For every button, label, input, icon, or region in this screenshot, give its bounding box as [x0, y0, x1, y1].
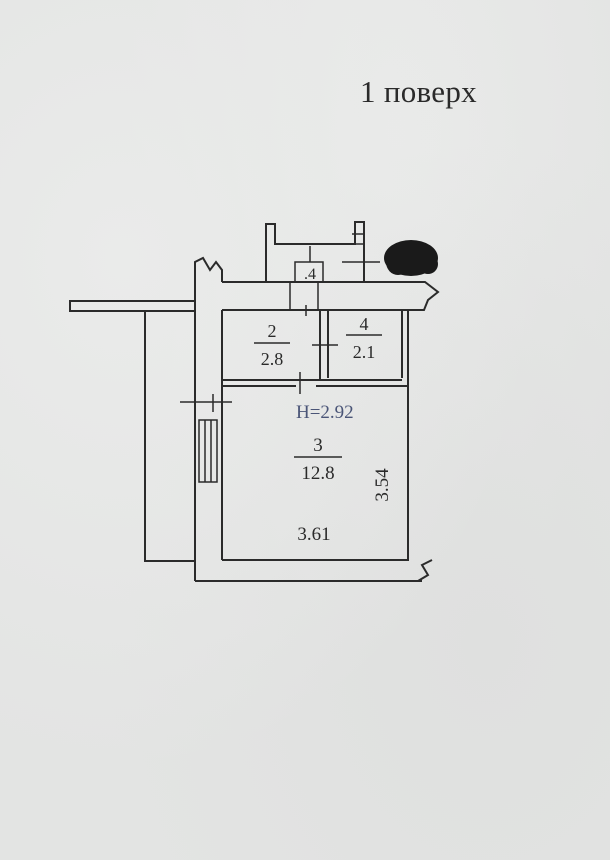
- room-3-depth-dimension: 3.54: [372, 468, 393, 502]
- room-3-label: 3 12.8: [294, 435, 342, 484]
- ceiling-height-label: H=2.92: [296, 402, 354, 423]
- room-3-area: 12.8: [301, 463, 334, 484]
- vestibule-block: [265, 221, 380, 316]
- vestibule-outline: [265, 221, 365, 282]
- window-frame: [198, 419, 218, 483]
- room-1-area: .4: [304, 266, 316, 283]
- room-3-width-dimension: 3.61: [297, 524, 330, 545]
- adjacent-structure: [69, 300, 196, 562]
- inner-partitions: [221, 310, 408, 394]
- room-3-number: 3: [313, 435, 323, 456]
- top-slab: [222, 281, 440, 311]
- redaction-mark: [384, 240, 438, 276]
- vestibule-room: [294, 261, 324, 283]
- room-1-label: .4: [304, 266, 316, 283]
- room-4-label: 4 2.1: [346, 314, 382, 362]
- floor-title: 1 поверх: [360, 74, 477, 109]
- room-4-area: 2.1: [353, 342, 376, 362]
- redaction-blot-left: [386, 249, 410, 275]
- adjacent-beam: [69, 300, 196, 312]
- entry-door: [180, 394, 232, 483]
- redaction-blot-right: [418, 254, 438, 274]
- room-2-label: 2 2.8: [254, 321, 290, 369]
- room-4-number: 4: [360, 314, 369, 334]
- room-2-area: 2.8: [261, 349, 284, 369]
- adjacent-outline: [144, 311, 195, 562]
- room-2-number: 2: [268, 321, 277, 341]
- bottom-wall-break: [417, 559, 433, 582]
- bottom-wall-inner: [222, 380, 409, 561]
- left-wall-outer: [194, 256, 223, 581]
